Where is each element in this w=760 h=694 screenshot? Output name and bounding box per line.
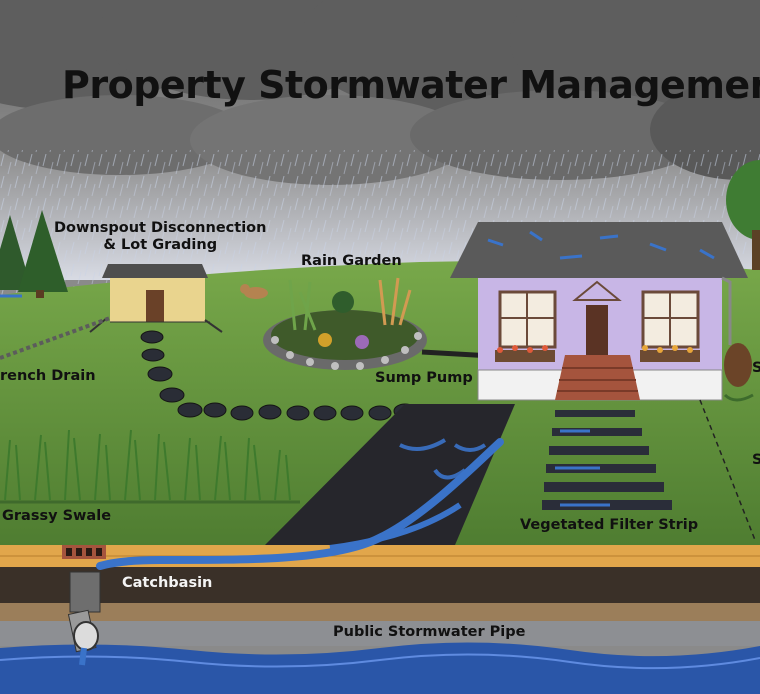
label-downspout-line1: Downspout Disconnection — [54, 220, 267, 236]
public-stormwater-water — [0, 642, 760, 694]
catchbasin — [62, 545, 106, 666]
label-rain-garden: Rain Garden — [301, 253, 402, 269]
rain-garden — [263, 277, 427, 370]
label-grassy-swale: Grassy Swale — [2, 508, 112, 524]
label-downspout-line2: & Lot Grading — [103, 236, 218, 253]
house — [450, 222, 748, 401]
grassy-swale — [4, 429, 291, 501]
shed — [102, 264, 210, 323]
runoff-stream — [96, 438, 504, 570]
label-sump-pump: Sump Pump — [375, 370, 473, 386]
cat — [240, 284, 268, 299]
evergreen-trees — [0, 210, 68, 298]
label-downspout-disconnection: Downspout Disconnection & Lot Grading — [54, 220, 266, 253]
page-title: Property Stormwater Management — [62, 63, 760, 107]
street-soil — [0, 567, 760, 603]
label-catchbasin: Catchbasin — [122, 575, 213, 591]
pipe-band — [0, 621, 760, 646]
label-edge-s2: S — [752, 452, 760, 468]
french-drain-pipe — [0, 316, 111, 360]
label-french-drain: rench Drain — [0, 368, 96, 384]
deciduous-tree — [726, 160, 760, 270]
label-vegetated-filter-strip: Vegetated Filter Strip — [520, 517, 699, 533]
label-public-stormwater-pipe: Public Stormwater Pipe — [333, 624, 526, 640]
label-edge-s1: S — [752, 360, 760, 376]
rain-barrel — [721, 276, 754, 402]
